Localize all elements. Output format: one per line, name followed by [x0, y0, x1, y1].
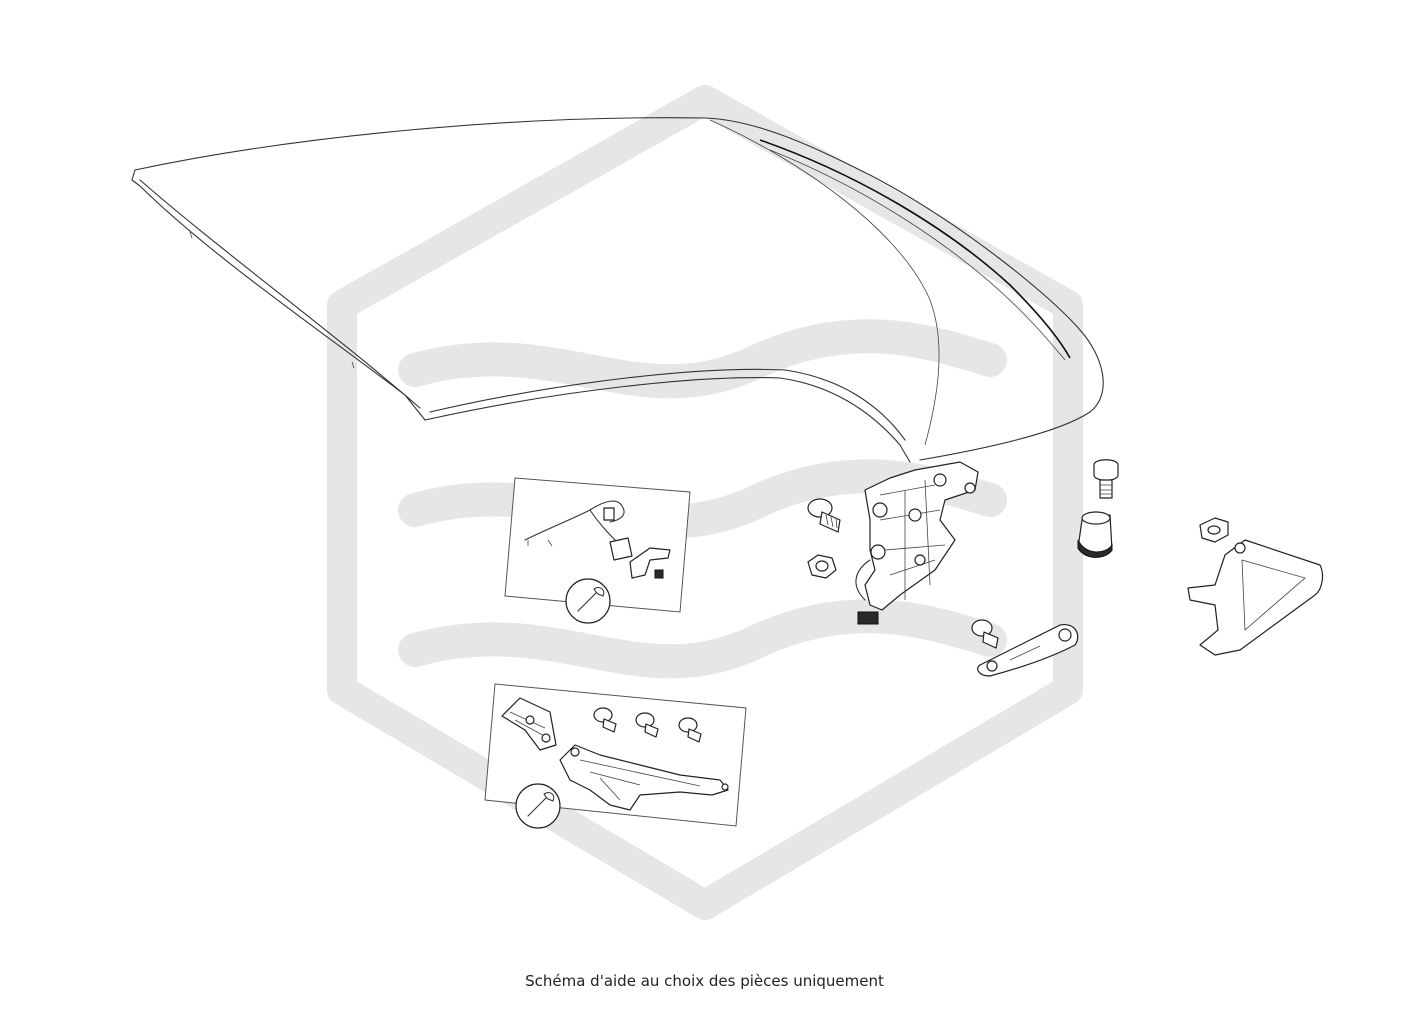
hinge-connector — [857, 611, 879, 625]
top-screw[interactable] — [1093, 459, 1119, 499]
hinge-bolt[interactable] — [807, 498, 841, 533]
kit-bolt[interactable] — [635, 712, 659, 738]
hinge-nut[interactable] — [807, 554, 837, 579]
triangle-bracket[interactable] — [1187, 517, 1324, 656]
link-arm-bolt[interactable] — [971, 619, 993, 637]
kit-bolt[interactable] — [678, 717, 702, 743]
tailgate-panel[interactable] — [131, 117, 1104, 463]
kit-wiring-harness[interactable] — [504, 477, 691, 624]
hinge-assembly[interactable] — [855, 461, 979, 625]
kit-bolt[interactable] — [593, 707, 617, 733]
bump-stop[interactable] — [1077, 511, 1113, 558]
diagram-caption: Schéma d'aide au choix des pièces unique… — [525, 972, 884, 990]
kit-mounting-bracket[interactable] — [484, 683, 747, 829]
link-arm[interactable] — [971, 619, 1079, 677]
